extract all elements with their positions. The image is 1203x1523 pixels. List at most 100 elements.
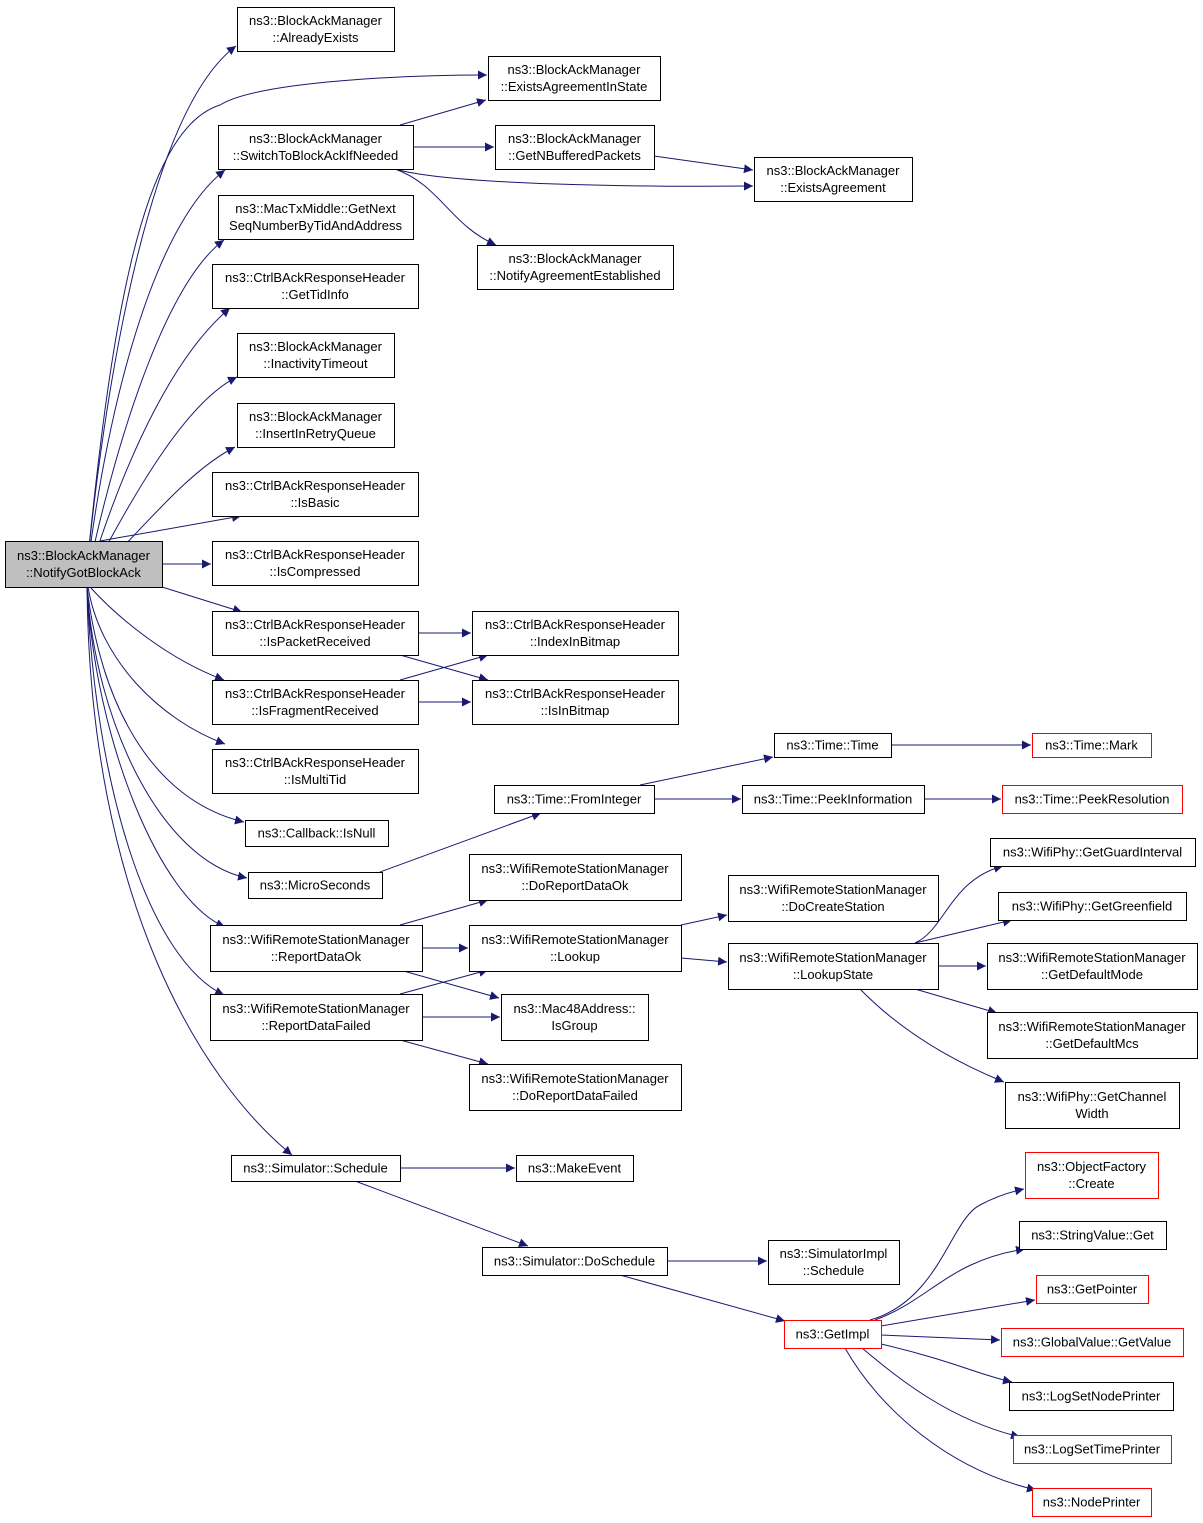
node-n21[interactable]: ns3::Time::PeekInformation	[742, 785, 925, 814]
node-box	[212, 541, 419, 586]
node-box	[784, 1320, 882, 1349]
edge-n0-n3	[84, 169, 226, 588]
edge-n30-n27	[680, 912, 728, 926]
node-n4[interactable]: ns3::BlockAckManager::GetNBufferedPacket…	[495, 125, 655, 170]
edge-n34-n30	[399, 968, 489, 995]
edge-n0-n15	[89, 586, 225, 682]
node-label: ns3::MicroSeconds	[260, 878, 371, 893]
node-n47[interactable]: ns3::LogSetNodePrinter	[1009, 1382, 1174, 1411]
node-n35[interactable]: ns3::WifiRemoteStationManager::GetDefaul…	[987, 1012, 1198, 1059]
node-label: ::GetNBufferedPackets	[508, 148, 641, 163]
node-label: ::NotifyGotBlockAck	[26, 565, 141, 580]
edge-n0-n29	[86, 586, 226, 928]
node-label: ns3::CtrlBAckResponseHeader	[225, 755, 406, 770]
node-n29[interactable]: ns3::WifiRemoteStationManager::ReportDat…	[210, 925, 423, 972]
node-n22[interactable]: ns3::Time::PeekResolution	[1002, 785, 1183, 814]
node-box	[469, 925, 682, 972]
node-box	[212, 749, 419, 794]
node-n28[interactable]: ns3::WifiPhy::GetGreenfield	[998, 892, 1187, 921]
node-n24[interactable]: ns3::MicroSeconds	[248, 872, 383, 899]
node-label: ns3::WifiRemoteStationManager	[481, 932, 669, 947]
node-box	[1019, 1221, 1167, 1250]
node-n6[interactable]: ns3::MacTxMiddle::GetNextSeqNumberByTidA…	[218, 195, 414, 240]
node-n5[interactable]: ns3::BlockAckManager::ExistsAgreement	[754, 157, 913, 202]
node-n8[interactable]: ns3::CtrlBAckResponseHeader::GetTidInfo	[212, 264, 419, 309]
node-label: ns3::CtrlBAckResponseHeader	[485, 617, 666, 632]
node-label: ns3::BlockAckManager	[17, 548, 151, 563]
node-label: Width	[1075, 1106, 1108, 1121]
edge-n31-n35	[914, 988, 998, 1015]
node-n33[interactable]: ns3::Mac48Address::IsGroup	[501, 994, 649, 1041]
edge-n3-n7	[394, 168, 497, 246]
node-n48[interactable]: ns3::LogSetTimePrinter	[1013, 1435, 1172, 1464]
edge-n29-n33	[399, 969, 500, 1000]
node-label: ns3::SimulatorImpl	[780, 1246, 888, 1261]
node-label: ns3::ObjectFactory	[1037, 1159, 1147, 1174]
node-label: ns3::CtrlBAckResponseHeader	[225, 686, 406, 701]
node-n46[interactable]: ns3::GlobalValue::GetValue	[1001, 1328, 1184, 1357]
node-box	[212, 264, 419, 309]
node-n23[interactable]: ns3::Callback::IsNull	[245, 820, 389, 847]
node-n39[interactable]: ns3::MakeEvent	[516, 1155, 634, 1182]
node-n34[interactable]: ns3::WifiRemoteStationManager::ReportDat…	[210, 994, 423, 1041]
node-n13[interactable]: ns3::CtrlBAckResponseHeader::IsPacketRec…	[212, 611, 419, 656]
node-label: ns3::MacTxMiddle::GetNext	[235, 201, 396, 216]
node-n26[interactable]: ns3::WifiPhy::GetGuardInterval	[990, 838, 1196, 867]
node-n18[interactable]: ns3::Time::Time	[774, 733, 892, 758]
node-n41[interactable]: ns3::StringValue::Get	[1019, 1221, 1167, 1250]
edge-n45-n48	[861, 1347, 1021, 1440]
edge-n0-n23	[86, 586, 245, 825]
node-n38[interactable]: ns3::Simulator::Schedule	[231, 1155, 401, 1182]
node-n44[interactable]: ns3::GetPointer	[1036, 1275, 1149, 1304]
node-box	[516, 1155, 634, 1182]
node-n30[interactable]: ns3::WifiRemoteStationManager::Lookup	[469, 925, 682, 972]
node-label: ns3::CtrlBAckResponseHeader	[225, 478, 406, 493]
node-n1[interactable]: ns3::BlockAckManager::AlreadyExists	[237, 7, 395, 52]
node-n11[interactable]: ns3::CtrlBAckResponseHeader::IsBasic	[212, 472, 419, 517]
node-n43[interactable]: ns3::SimulatorImpl::Schedule	[768, 1240, 900, 1285]
node-label: ns3::CtrlBAckResponseHeader	[225, 547, 406, 562]
node-n45[interactable]: ns3::GetImpl	[784, 1320, 882, 1349]
node-n27[interactable]: ns3::WifiRemoteStationManager::DoCreateS…	[728, 875, 939, 922]
edge-n31-n37	[859, 988, 1005, 1083]
node-n19[interactable]: ns3::Time::Mark	[1032, 733, 1152, 758]
node-n0[interactable]: ns3::BlockAckManager::NotifyGotBlockAck	[5, 541, 163, 588]
node-label: ::IsPacketReceived	[259, 634, 370, 649]
node-box	[1001, 1328, 1184, 1357]
node-n17[interactable]: ns3::CtrlBAckResponseHeader::IsMultiTid	[212, 749, 419, 794]
edge-n24-n20	[379, 811, 542, 873]
node-n20[interactable]: ns3::Time::FromInteger	[494, 785, 655, 814]
edge-n31-n26	[914, 863, 1004, 944]
node-box	[237, 403, 395, 448]
node-n31[interactable]: ns3::WifiRemoteStationManager::LookupSta…	[728, 943, 939, 990]
node-n15[interactable]: ns3::CtrlBAckResponseHeader::IsFragmentR…	[212, 680, 419, 725]
node-box	[494, 785, 655, 814]
node-n10[interactable]: ns3::BlockAckManager::InsertInRetryQueue	[237, 403, 395, 448]
node-n14[interactable]: ns3::CtrlBAckResponseHeader::IndexInBitm…	[472, 611, 679, 656]
node-n32[interactable]: ns3::WifiRemoteStationManager::GetDefaul…	[987, 943, 1198, 990]
node-label: ::Create	[1068, 1176, 1114, 1191]
node-label: ::IsBasic	[290, 495, 340, 510]
node-label: ns3::BlockAckManager	[508, 62, 642, 77]
node-n3[interactable]: ns3::BlockAckManager::SwitchToBlockAckIf…	[218, 125, 414, 170]
node-box	[495, 125, 655, 170]
node-n40[interactable]: ns3::ObjectFactory::Create	[1025, 1152, 1159, 1199]
node-n12[interactable]: ns3::CtrlBAckResponseHeader::IsCompresse…	[212, 541, 419, 586]
node-n2[interactable]: ns3::BlockAckManager::ExistsAgreementInS…	[488, 56, 661, 101]
node-n25[interactable]: ns3::WifiRemoteStationManager::DoReportD…	[469, 854, 682, 901]
node-n9[interactable]: ns3::BlockAckManager::InactivityTimeout	[237, 333, 395, 378]
node-label: ::LookupState	[793, 967, 873, 982]
node-n36[interactable]: ns3::WifiRemoteStationManager::DoReportD…	[469, 1064, 682, 1111]
node-label: ns3::CtrlBAckResponseHeader	[225, 270, 406, 285]
node-label: ns3::BlockAckManager	[509, 251, 643, 266]
node-n42[interactable]: ns3::Simulator::DoSchedule	[482, 1247, 668, 1276]
node-n16[interactable]: ns3::CtrlBAckResponseHeader::IsInBitmap	[472, 680, 679, 725]
edge-n0-n6	[84, 239, 225, 588]
node-label: ns3::WifiRemoteStationManager	[222, 1001, 410, 1016]
node-n49[interactable]: ns3::NodePrinter	[1032, 1488, 1152, 1517]
node-label: ns3::MakeEvent	[528, 1161, 622, 1176]
node-n7[interactable]: ns3::BlockAckManager::NotifyAgreementEst…	[477, 245, 674, 290]
node-box	[477, 245, 674, 290]
